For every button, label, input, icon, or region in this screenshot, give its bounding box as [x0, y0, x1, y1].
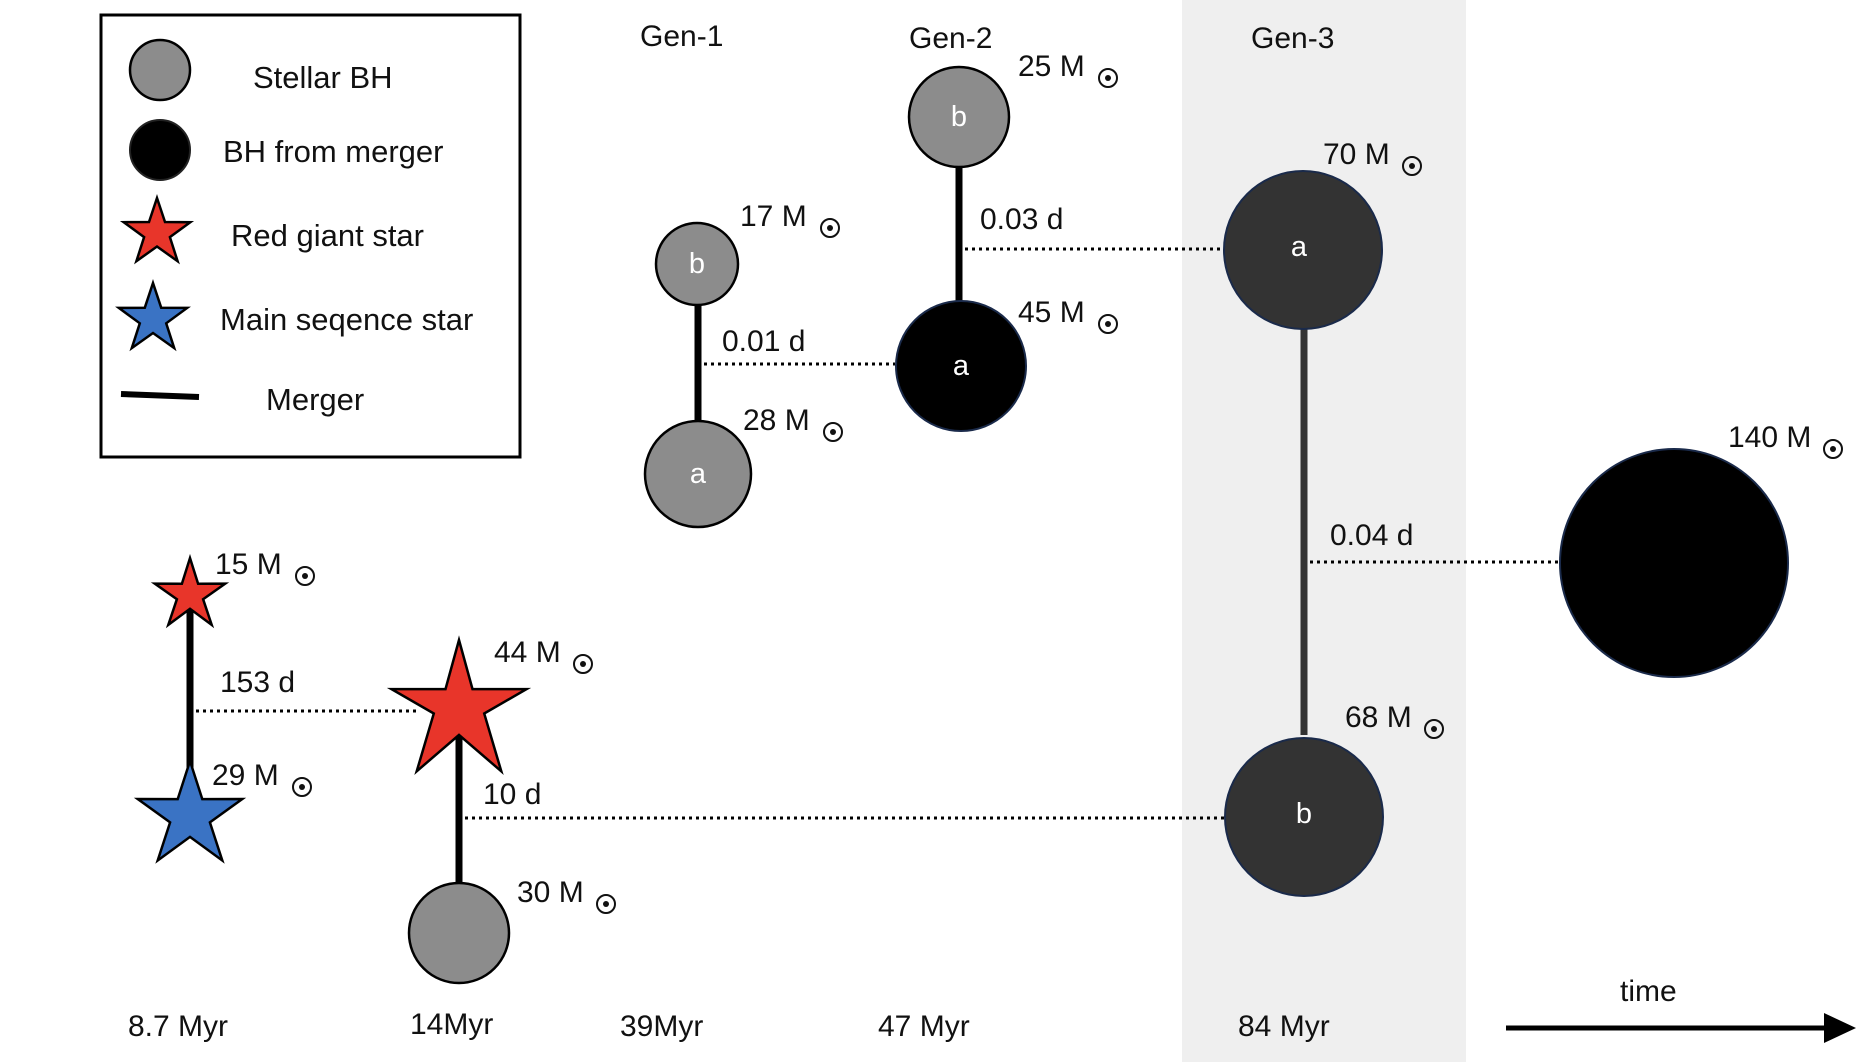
separation-10d: 10 d: [483, 778, 541, 811]
mass-label-140: 140 M: [1728, 421, 1843, 459]
gen2-header: Gen-2: [909, 22, 992, 55]
svg-text:29 M: 29 M: [212, 759, 279, 792]
svg-text:15 M: 15 M: [215, 548, 282, 581]
separation-003d: 0.03 d: [980, 203, 1063, 236]
gen2-bh-b-letter: b: [951, 101, 967, 133]
svg-text:44 M: 44 M: [494, 636, 561, 669]
mass-label-45: 45 M: [1018, 296, 1118, 334]
mass-label-44: 44 M: [494, 636, 593, 674]
separation-004d: 0.04 d: [1330, 519, 1413, 552]
gen1-header: Gen-1: [640, 20, 723, 53]
main-sequence-29: [133, 756, 247, 864]
svg-text:30 M: 30 M: [517, 876, 584, 909]
gen3-bh-a: [1223, 170, 1383, 330]
black-circle-icon: [129, 119, 191, 181]
legend-label-red-giant: Red giant star: [231, 218, 424, 253]
time-label-3: 47 Myr: [878, 1010, 970, 1043]
mass-label-15: 15 M: [215, 548, 315, 586]
mass-label-30: 30 M: [517, 876, 616, 914]
time-axis-label: time: [1620, 975, 1677, 1008]
red-giant-15: [150, 553, 230, 629]
legend-label-stellar-bh: Stellar BH: [253, 60, 393, 95]
mass-label-17: 17 M: [740, 200, 840, 238]
separation-001d: 0.01 d: [722, 325, 805, 358]
time-label-1: 14Myr: [410, 1008, 493, 1041]
mass-label-68: 68 M: [1345, 701, 1444, 739]
svg-text:17 M: 17 M: [740, 200, 807, 233]
blue-star-icon: [115, 279, 191, 352]
gen3-header: Gen-3: [1251, 22, 1334, 55]
gen2-bh-b: [907, 65, 1011, 169]
mass-label-70: 70 M: [1323, 138, 1422, 176]
svg-text:68 M: 68 M: [1345, 701, 1412, 734]
svg-text:28 M: 28 M: [743, 404, 810, 437]
legend-label-main-sequence: Main seqence star: [220, 302, 473, 337]
gen2-bh-a-letter: a: [953, 350, 970, 382]
gen1-bh-b: [654, 221, 740, 307]
svg-text:25 M: 25 M: [1018, 50, 1085, 83]
legend-label-merger: Merger: [266, 382, 364, 417]
legend: Stellar BH BH from merger Red giant star…: [99, 13, 522, 459]
red-giant-44: [386, 635, 532, 776]
mass-label-28: 28 M: [743, 404, 843, 442]
final-bh-140: [1559, 448, 1789, 678]
merger-line-icon: [120, 391, 200, 400]
mass-label-29: 29 M: [212, 759, 312, 797]
gen3-bh-b-letter: b: [1296, 798, 1312, 830]
time-label-2: 39Myr: [620, 1010, 703, 1043]
gen2-bh-a: [895, 300, 1027, 432]
gen3-bh-a-letter: a: [1291, 231, 1308, 263]
gen1-bh-b-letter: b: [689, 248, 705, 280]
gen3-bh-b: [1224, 737, 1384, 897]
mass-label-25: 25 M: [1018, 50, 1118, 88]
svg-text:70 M: 70 M: [1323, 138, 1390, 171]
svg-text:45 M: 45 M: [1018, 296, 1085, 329]
time-arrowhead-icon: [1824, 1013, 1856, 1043]
gray-circle-icon: [128, 38, 192, 102]
time-label-0: 8.7 Myr: [128, 1010, 228, 1043]
svg-text:140 M: 140 M: [1728, 421, 1811, 454]
stellar-bh-30: [407, 881, 511, 985]
gen1-bh-a-letter: a: [690, 458, 707, 490]
legend-label-bh-from-merger: BH from merger: [223, 134, 443, 169]
time-label-4: 84 Myr: [1238, 1010, 1330, 1043]
gen1-bh-a: [643, 419, 753, 529]
red-star-icon: [119, 194, 195, 265]
separation-153d: 153 d: [220, 666, 295, 699]
